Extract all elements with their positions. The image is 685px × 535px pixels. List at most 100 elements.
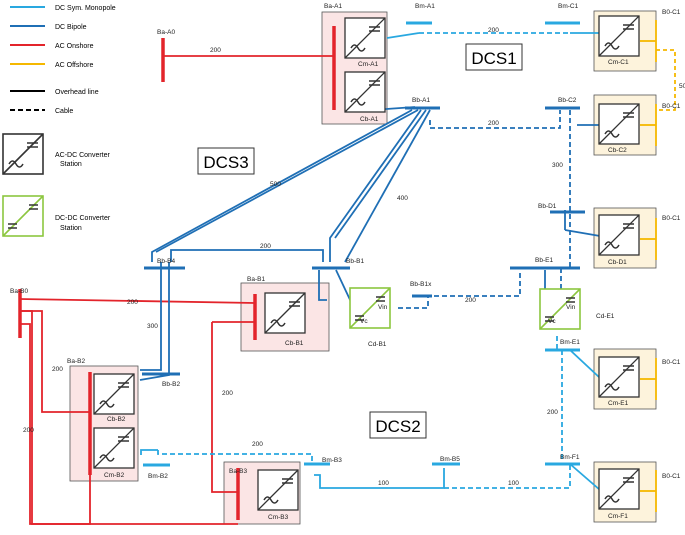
legend-label: AC Offshore	[55, 62, 93, 69]
bus-label: B0-C1	[662, 103, 681, 110]
line-length-label: 300	[552, 162, 563, 169]
bus-label: Ba-B2	[67, 358, 85, 365]
bus-label: Ba-A1	[324, 3, 342, 10]
bus-label: B0-C1	[662, 359, 681, 366]
dc-monopole-lines	[140, 32, 601, 491]
station-label: Vin	[566, 304, 576, 311]
region-dcs3: DCS3	[197, 147, 255, 175]
line-length-label: 200	[210, 47, 221, 54]
converter-cm-c1	[598, 15, 640, 57]
line-length-label: 100	[378, 480, 389, 487]
bus-label: Bb-E1	[535, 257, 553, 264]
line-length-label: 100	[508, 480, 519, 487]
bus-label: Bb-B1	[346, 258, 364, 265]
bus-label: Bb-B2	[162, 381, 180, 388]
bus-label: Bm-B2	[148, 473, 168, 480]
station-label: Cm-A1	[358, 61, 379, 68]
station-label: Vc	[360, 318, 368, 325]
legend-acdc-label: AC-DC Converter	[55, 152, 111, 159]
bus-label: Bm-B5	[440, 456, 460, 463]
converter-cb-b1	[264, 292, 306, 334]
ac-onshore-lines	[19, 55, 334, 525]
station-label: Cm-F1	[608, 513, 628, 520]
ac-offshore-lines	[640, 20, 676, 512]
station-label: Vc	[548, 318, 556, 325]
legend-label: Overhead line	[55, 89, 99, 96]
line-length-label: 200	[465, 297, 476, 304]
bus-label: Bm-B3	[322, 457, 342, 464]
ac-onshore-buses	[18, 26, 336, 520]
line-length-label: 200	[252, 441, 263, 448]
bus-label: Ba-B0	[10, 288, 28, 295]
station-label: Cm-E1	[608, 400, 629, 407]
legend-label: DC Sym. Monopole	[55, 5, 116, 12]
bus-label: Bm-E1	[560, 339, 580, 346]
station-label: Cb-B2	[107, 416, 126, 423]
converter-cb-a1	[344, 71, 386, 113]
bus-label: Bb-C2	[558, 97, 577, 104]
legend-label: DC Bipole	[55, 24, 87, 31]
region-dcs2: DCS2	[369, 411, 427, 439]
station-label: Cb-C2	[608, 147, 627, 154]
station-labels: Cm-A1 Cb-A1 Cm-C1 Cb-C2 Cb-D1 Cm-E1 Cm-F…	[104, 59, 629, 521]
station-label: Cd-B1	[368, 341, 387, 348]
dc-bipole-lines	[139, 106, 601, 381]
legend-label: AC Onshore	[55, 43, 94, 50]
line-length-label: 200	[127, 299, 138, 306]
converter-cb-d1	[598, 214, 640, 256]
line-labels: 200 200 200 50 500 400 300 200 200 300 2…	[23, 27, 685, 487]
bus-label: Ba-B1	[247, 276, 265, 283]
station-label: Cb-B1	[285, 340, 304, 347]
line-length-label: 400	[397, 195, 408, 202]
bus-label: Bb-D1	[538, 203, 557, 210]
bus-label: Bb-B4	[157, 258, 175, 265]
line-length-label: 200	[52, 366, 63, 373]
bus-label: Bb-B1x	[410, 281, 432, 288]
bus-label: B0-C1	[662, 9, 681, 16]
converter-cm-b2	[93, 427, 135, 469]
bus-label: Bb-A1	[412, 97, 430, 104]
legend-dcdc-icon	[2, 195, 44, 237]
station-label: Vin	[378, 304, 388, 311]
legend: DC Sym. Monopole DC Bipole AC Onshore AC…	[2, 5, 116, 237]
legend-dcdc-label-2: Station	[60, 225, 82, 232]
line-length-label: 200	[488, 27, 499, 34]
legend-acdc-label-2: Station	[60, 161, 82, 168]
station-label: Cd-E1	[596, 313, 615, 320]
bus-label: B0-C1	[662, 473, 681, 480]
station-label: Cb-D1	[608, 259, 627, 266]
bus-label: Bm-A1	[415, 3, 435, 10]
line-length-label: 200	[222, 390, 233, 397]
line-length-label: 300	[147, 323, 158, 330]
line-length-label: 200	[547, 409, 558, 416]
legend-dcdc-label: DC-DC Converter	[55, 215, 111, 222]
bus-label: Bm-F1	[560, 454, 580, 461]
bus-labels: Ba-A0 Ba-A1 Bm-A1 Bb-A1 Bm-C1 Bb-C2 Bb-D…	[10, 3, 681, 480]
dc-bipole-buses	[142, 106, 585, 376]
dc-monopole-buses	[143, 21, 580, 467]
converter-cm-b3	[257, 469, 299, 511]
converter-cm-a1	[344, 17, 386, 59]
line-length-label: 200	[488, 120, 499, 127]
converter-cm-f1	[598, 468, 640, 510]
station-label: Cm-B2	[104, 472, 125, 479]
line-length-label: 50	[679, 83, 685, 90]
converter-cm-e1	[598, 356, 640, 398]
bus-label: B0-C1	[662, 215, 681, 222]
region-dcs1: DCS1	[465, 43, 523, 71]
converter-cb-b2	[93, 373, 135, 415]
region-label-dcs1: DCS1	[471, 49, 516, 68]
bus-label: Ba-A0	[157, 29, 175, 36]
line-length-label: 500	[270, 181, 281, 188]
legend-label: Cable	[55, 108, 73, 115]
bus-label: Ba-B3	[229, 468, 247, 475]
bus-label: Bm-C1	[558, 3, 579, 10]
line-length-label: 200	[260, 243, 271, 250]
region-label-dcs3: DCS3	[203, 153, 248, 172]
station-label: Cm-C1	[608, 59, 629, 66]
region-label-dcs2: DCS2	[375, 417, 420, 436]
station-label: Cm-B3	[268, 514, 289, 521]
converter-cb-c2	[598, 103, 640, 145]
legend-acdc-icon	[2, 133, 44, 175]
